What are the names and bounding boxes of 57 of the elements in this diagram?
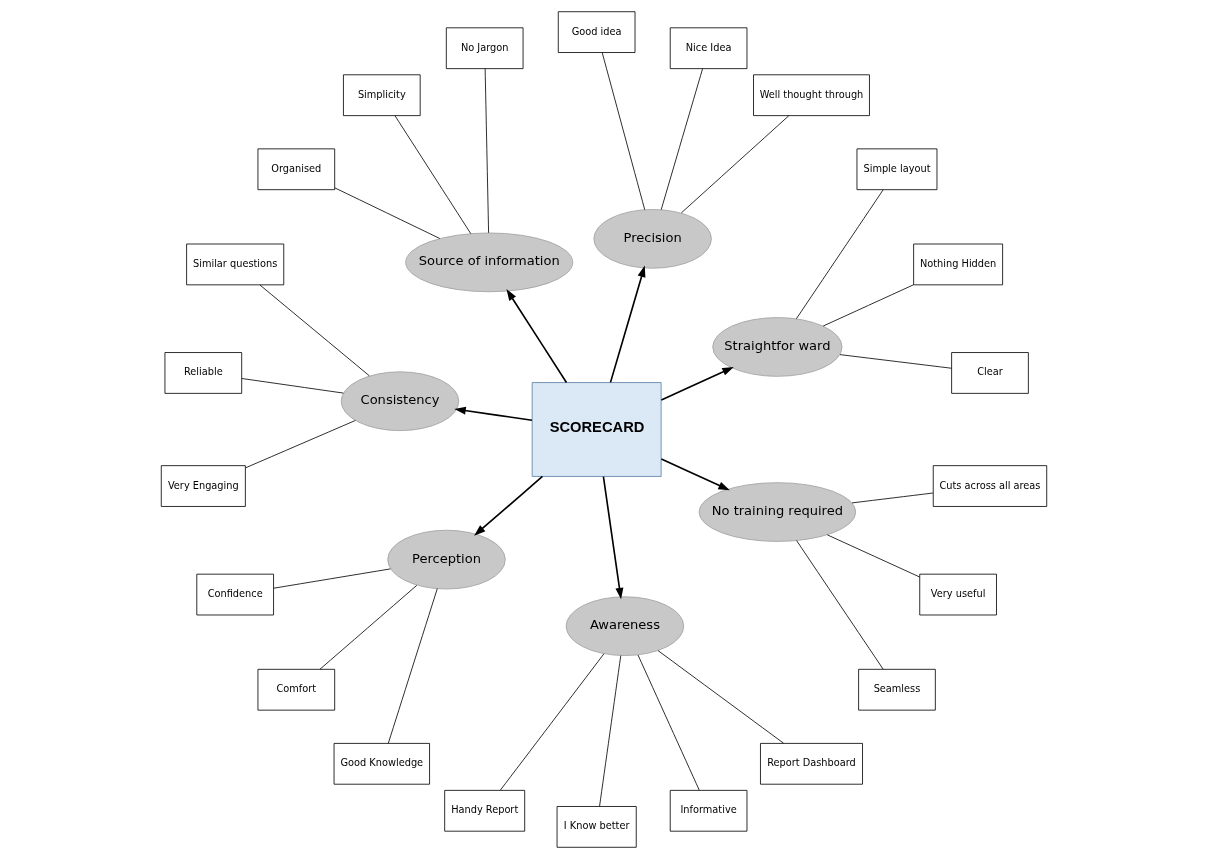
node-box: Nothing Hidden xyxy=(913,243,1004,286)
node-box: I Know better xyxy=(556,806,637,848)
node-box: Very Engaging xyxy=(160,465,246,507)
arrow xyxy=(506,289,568,384)
arrow xyxy=(660,366,734,401)
node-box: Handy Report xyxy=(444,789,526,832)
node-box: Very useful xyxy=(919,573,997,616)
connector xyxy=(796,540,884,670)
arrow xyxy=(660,458,730,491)
arrow xyxy=(609,265,646,384)
arrow xyxy=(454,406,533,421)
node-box: Well thought through xyxy=(753,74,870,117)
connector xyxy=(273,568,391,589)
connector xyxy=(259,284,370,377)
connector xyxy=(241,378,344,394)
node-box: No Jargon xyxy=(445,27,524,70)
connector xyxy=(822,284,914,327)
node-box: Nice Idea xyxy=(669,27,748,70)
node-box: Simplicity xyxy=(343,74,421,117)
connector xyxy=(499,653,605,791)
connector xyxy=(394,115,472,235)
node-box: Similar questions xyxy=(186,243,285,286)
node-ellipse: Precision xyxy=(593,209,712,269)
node-box: Informative xyxy=(669,789,748,832)
node-box: Organised xyxy=(257,148,336,191)
connector xyxy=(826,534,920,578)
node-ellipse: Perception xyxy=(387,529,506,590)
node-box: Simple layout xyxy=(856,148,938,191)
connector xyxy=(657,650,784,744)
connector xyxy=(839,354,952,369)
node-box: Comfort xyxy=(257,668,336,711)
connector xyxy=(245,420,356,469)
connector xyxy=(599,655,622,807)
node-box: Seamless xyxy=(858,668,936,711)
node-box: Confidence xyxy=(196,573,274,616)
arrow xyxy=(474,475,544,536)
connector xyxy=(637,654,700,791)
node-ellipse: Source of information xyxy=(405,232,574,293)
connector xyxy=(660,68,703,211)
connector xyxy=(484,68,489,234)
node-box: SCORECARD xyxy=(531,382,662,477)
node-box: Clear xyxy=(951,352,1029,394)
connector xyxy=(601,52,646,211)
node-box: Reliable xyxy=(164,352,243,394)
connector xyxy=(387,588,438,744)
connector xyxy=(319,584,418,670)
arrow xyxy=(602,475,624,600)
connector xyxy=(681,115,790,214)
node-ellipse: Awareness xyxy=(565,596,685,656)
node-box: Report Dashboard xyxy=(760,743,863,785)
node-box: Good Knowledge xyxy=(333,743,430,785)
connector xyxy=(334,187,441,239)
connector xyxy=(795,189,884,320)
node-ellipse: Consistency xyxy=(340,371,460,432)
connector xyxy=(851,492,934,504)
node-box: Good idea xyxy=(557,11,636,53)
node-box: Cuts across all areas xyxy=(932,465,1048,507)
